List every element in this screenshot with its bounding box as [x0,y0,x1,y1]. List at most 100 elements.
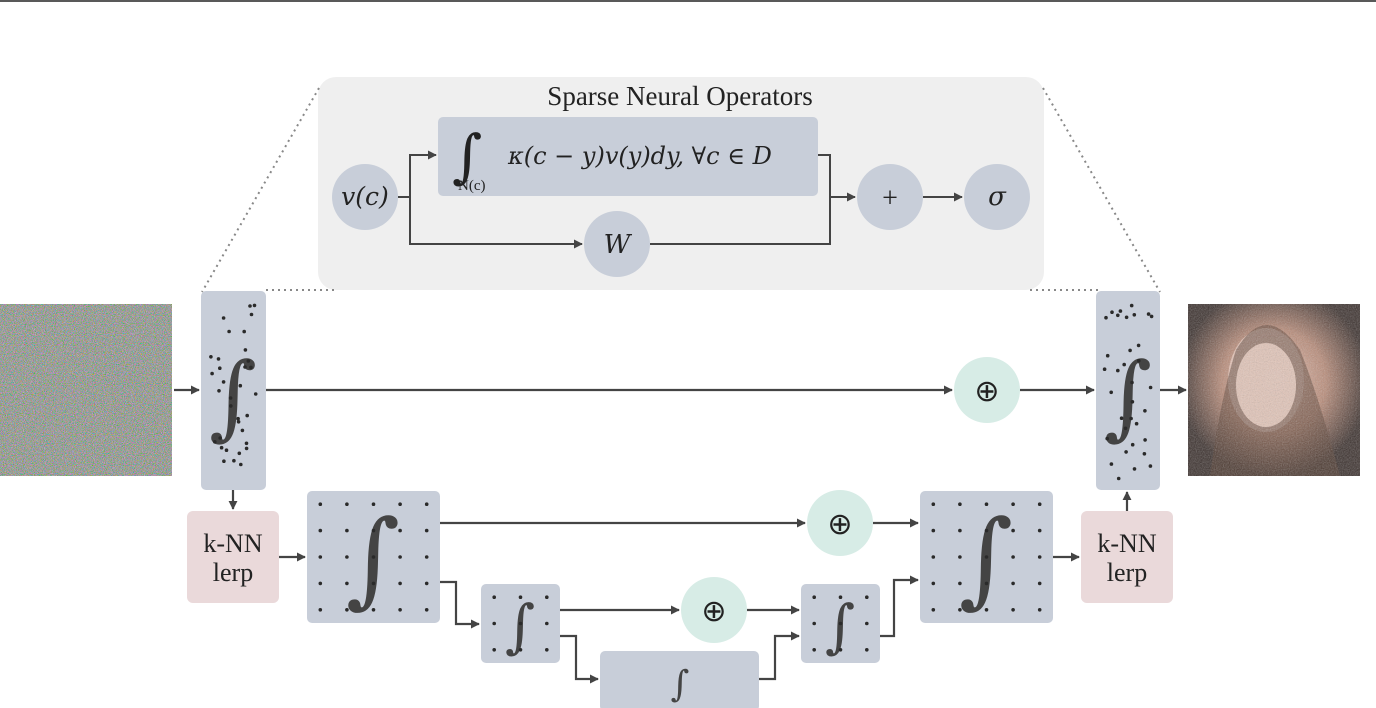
dec0-dot [1105,436,1109,441]
dec0-dot [1102,367,1107,372]
dec0-dot [1122,362,1126,367]
knn-right-line2: lerp [1107,558,1147,587]
linear-node-label: W [604,230,633,260]
dec0-dot [1146,312,1151,316]
knn-left-line2: lerp [213,558,253,587]
kernel-integral-sign: ∫ [452,122,482,190]
enc0-dot [213,440,217,444]
dec1-dot [1011,581,1015,586]
dec1-dot [1011,555,1015,559]
unet-blocks: ∫ ∫ ∫ ∫ ∫ ∫ ∫ [201,291,1160,708]
enc0-dot [232,458,236,463]
enc1-dot [371,581,376,586]
dec1-dot [958,528,962,533]
enc0-dot [246,359,251,363]
enc0-dot [218,366,222,371]
enc1-dot [398,581,402,586]
enc0-dot [245,413,249,418]
enc2-dot [545,621,549,626]
dec1-dot [1037,581,1042,586]
enc0-dot [244,446,249,451]
sum-node-label: + [882,183,898,214]
dec0-dot [1130,400,1135,404]
input-noise-image [0,304,172,476]
enc0-dot [216,357,221,361]
sparse-operator-panel: Sparse Neural Operators v(c) ∫ N(c) κ(c … [201,77,1161,293]
dec0-dot [1104,315,1108,320]
enc1-dot [424,528,429,533]
enc1-dot [424,581,429,586]
enc0-dot [249,312,254,317]
enc1-dot [398,608,402,612]
dec0-dot [1136,343,1141,348]
dec1-dot [958,581,962,586]
dec0-dot [1118,309,1123,313]
enc0-dot [240,428,245,433]
enc1-dot [398,502,402,507]
block-bottleneck-integral: ∫ [671,664,690,705]
dec0-dot [1129,303,1134,308]
arrow-linear-to-sum [650,197,831,245]
enc1-dot [371,608,376,612]
enc1-dot [318,528,323,533]
sample-points [209,303,1154,652]
knn-lerp-right: k-NN lerp [1081,511,1173,603]
enc2-dot [545,648,549,652]
skip-level2: ⊕ [681,577,747,643]
dec0-dot [1129,416,1133,421]
enc0-dot [236,420,241,424]
dec0-dot [1128,348,1132,353]
enc0-dot [248,304,252,308]
enc1-dot [398,528,402,533]
enc1-dot [398,555,402,559]
enc0-dot [244,441,249,446]
unet-arrows [174,385,1187,684]
dec1-dot [1011,502,1015,507]
enc0-dot [229,404,233,408]
dec1-dot [931,608,936,612]
block-dec-level0-integral: ∫ [1104,343,1152,450]
enc1-dot [424,502,429,507]
zoom-line-left [201,87,320,293]
operator-arrows [398,150,963,249]
enc0-dot [236,416,240,421]
skip-level1: ⊕ [807,490,873,556]
dec2-dot [865,595,869,599]
linear-node [584,211,650,277]
arrow-input-to-kernel [398,150,437,198]
enc0-dot [218,436,222,440]
dec0-dot [1116,368,1120,373]
dec0-dot [1149,314,1154,319]
enc0-dot [219,445,224,450]
dec0-dot [1132,467,1137,471]
enc1-dot [371,502,376,507]
enc0-dot [249,365,253,370]
dec1-dot [984,608,989,612]
skip-level2-symbol: ⊕ [701,594,726,629]
dec1-dot [1037,528,1042,533]
dec1-dot [931,581,936,586]
enc0-dot [209,355,213,359]
enc1-dot [371,555,376,559]
enc0-dot [217,389,221,393]
dec1-dot [931,555,936,559]
dec2-dot [812,595,816,599]
enc2-dot [518,621,523,626]
enc0-dot [224,448,229,453]
enc0-dot [222,459,226,464]
enc2-dot [492,595,497,599]
enc2-dot [492,648,497,652]
enc1-dot [345,528,349,533]
dec0-dot [1137,358,1141,363]
input-node-label: v(c) [341,182,389,211]
skip-level1-symbol: ⊕ [827,507,852,542]
sum-node [857,164,923,230]
dec2-dot [812,648,816,652]
enc1-dot [318,555,323,559]
output-face-image [1188,304,1360,476]
enc0-dot [253,392,258,396]
enc1-dot [424,555,429,559]
knn-left-line1: k-NN [203,529,262,558]
dec0-dot [1143,409,1147,413]
dec0-dot [1109,462,1114,466]
